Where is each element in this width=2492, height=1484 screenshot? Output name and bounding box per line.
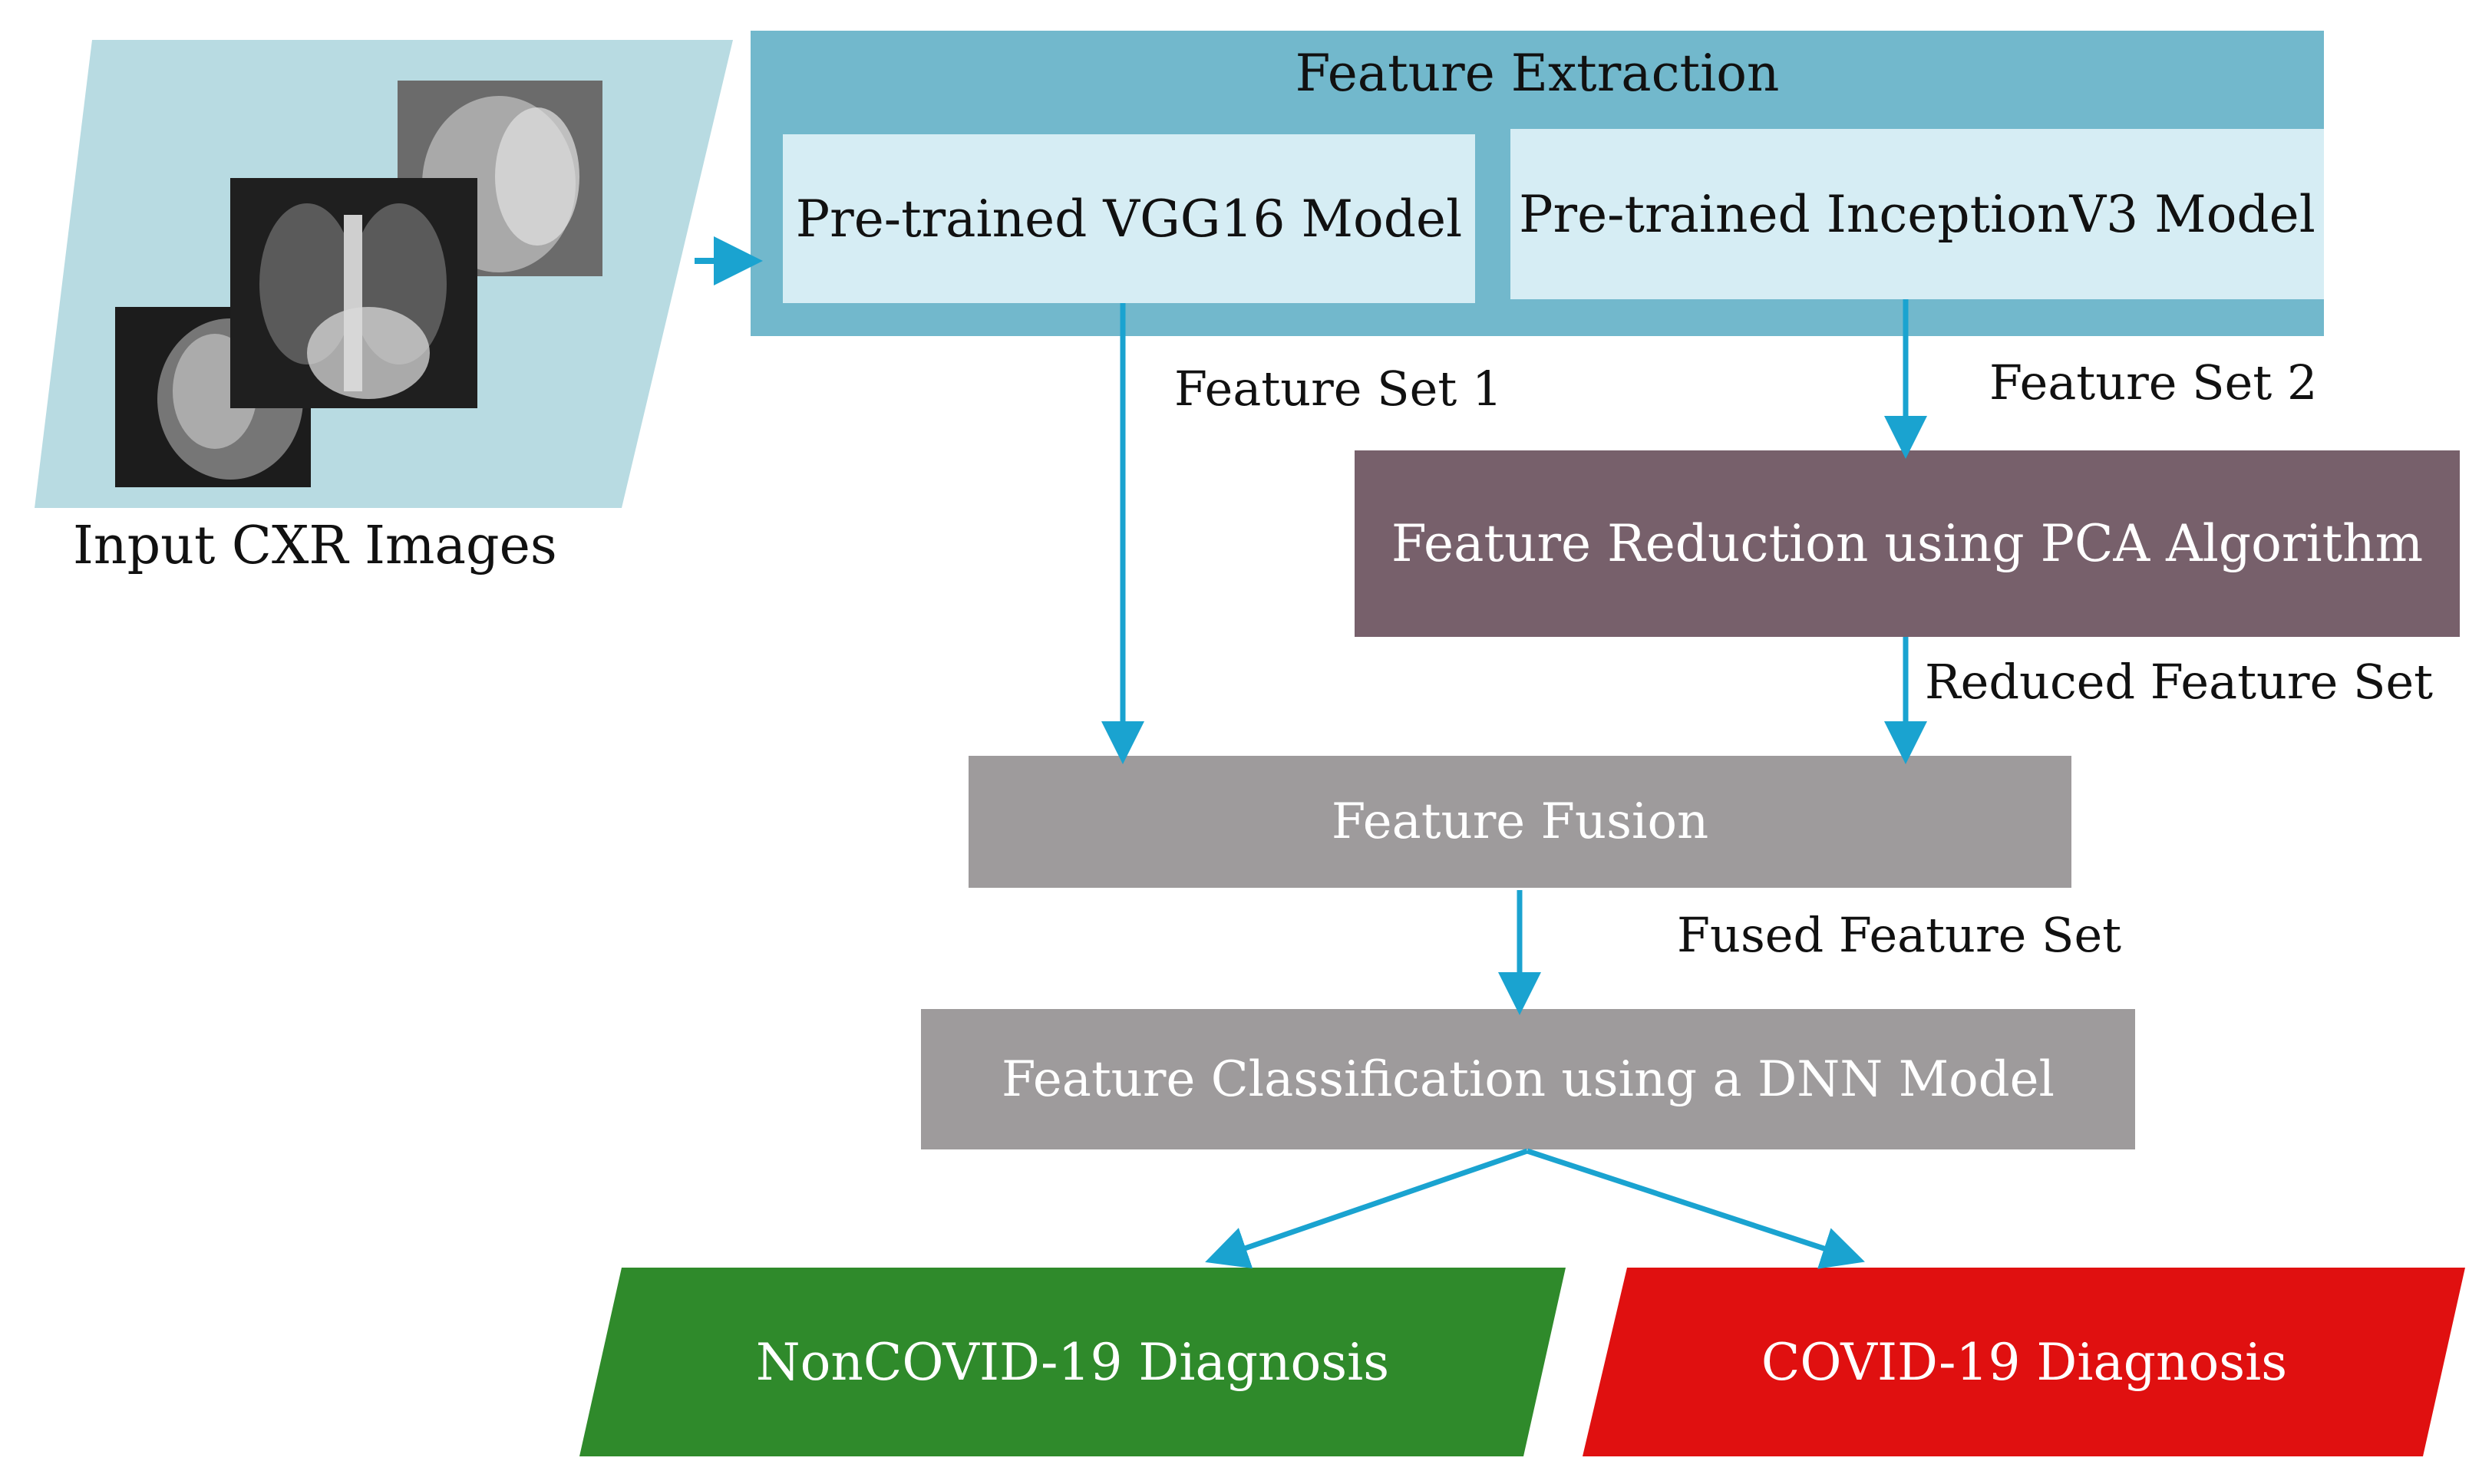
feature-extraction-title: Feature Extraction [1295, 43, 1780, 103]
edge-label-feature-set-1: Feature Set 1 [1174, 361, 1503, 417]
edge-label-fused-feature-set: Fused Feature Set [1677, 907, 2122, 963]
vgg16-model-label: Pre-trained VGG16 Model [795, 189, 1463, 249]
covid-diagnosis-box [1583, 1268, 2465, 1456]
feature-classification-box [921, 1009, 2135, 1149]
feature-reduction-box [1355, 450, 2460, 637]
inceptionv3-model-label: Pre-trained InceptionV3 Model [1519, 184, 2315, 244]
noncovid-diagnosis-label: NonCOVID-19 Diagnosis [755, 1332, 1390, 1392]
edge-label-feature-set-2: Feature Set 2 [1989, 355, 2318, 411]
arrow-classification-to-noncovid [1205, 1148, 1529, 1269]
xray-image-frontal [230, 178, 477, 408]
covid-diagnosis-label: COVID-19 Diagnosis [1761, 1332, 2288, 1392]
noncovid-diagnosis-box [579, 1268, 1566, 1456]
edge-label-reduced-feature-set: Reduced Feature Set [1925, 654, 2434, 710]
feature-fusion-label: Feature Fusion [1331, 793, 1709, 850]
inceptionv3-model-box [1510, 129, 2324, 299]
input-images-label: Input CXR Images [73, 516, 557, 576]
arrow-classification-to-covid [1526, 1148, 1865, 1269]
feature-fusion-box [969, 756, 2071, 888]
feature-reduction-label: Feature Reduction using PCA Algorithm [1391, 514, 2424, 573]
vgg16-model-box [783, 134, 1475, 303]
feature-classification-label: Feature Classification using a DNN Model [1002, 1050, 2055, 1108]
